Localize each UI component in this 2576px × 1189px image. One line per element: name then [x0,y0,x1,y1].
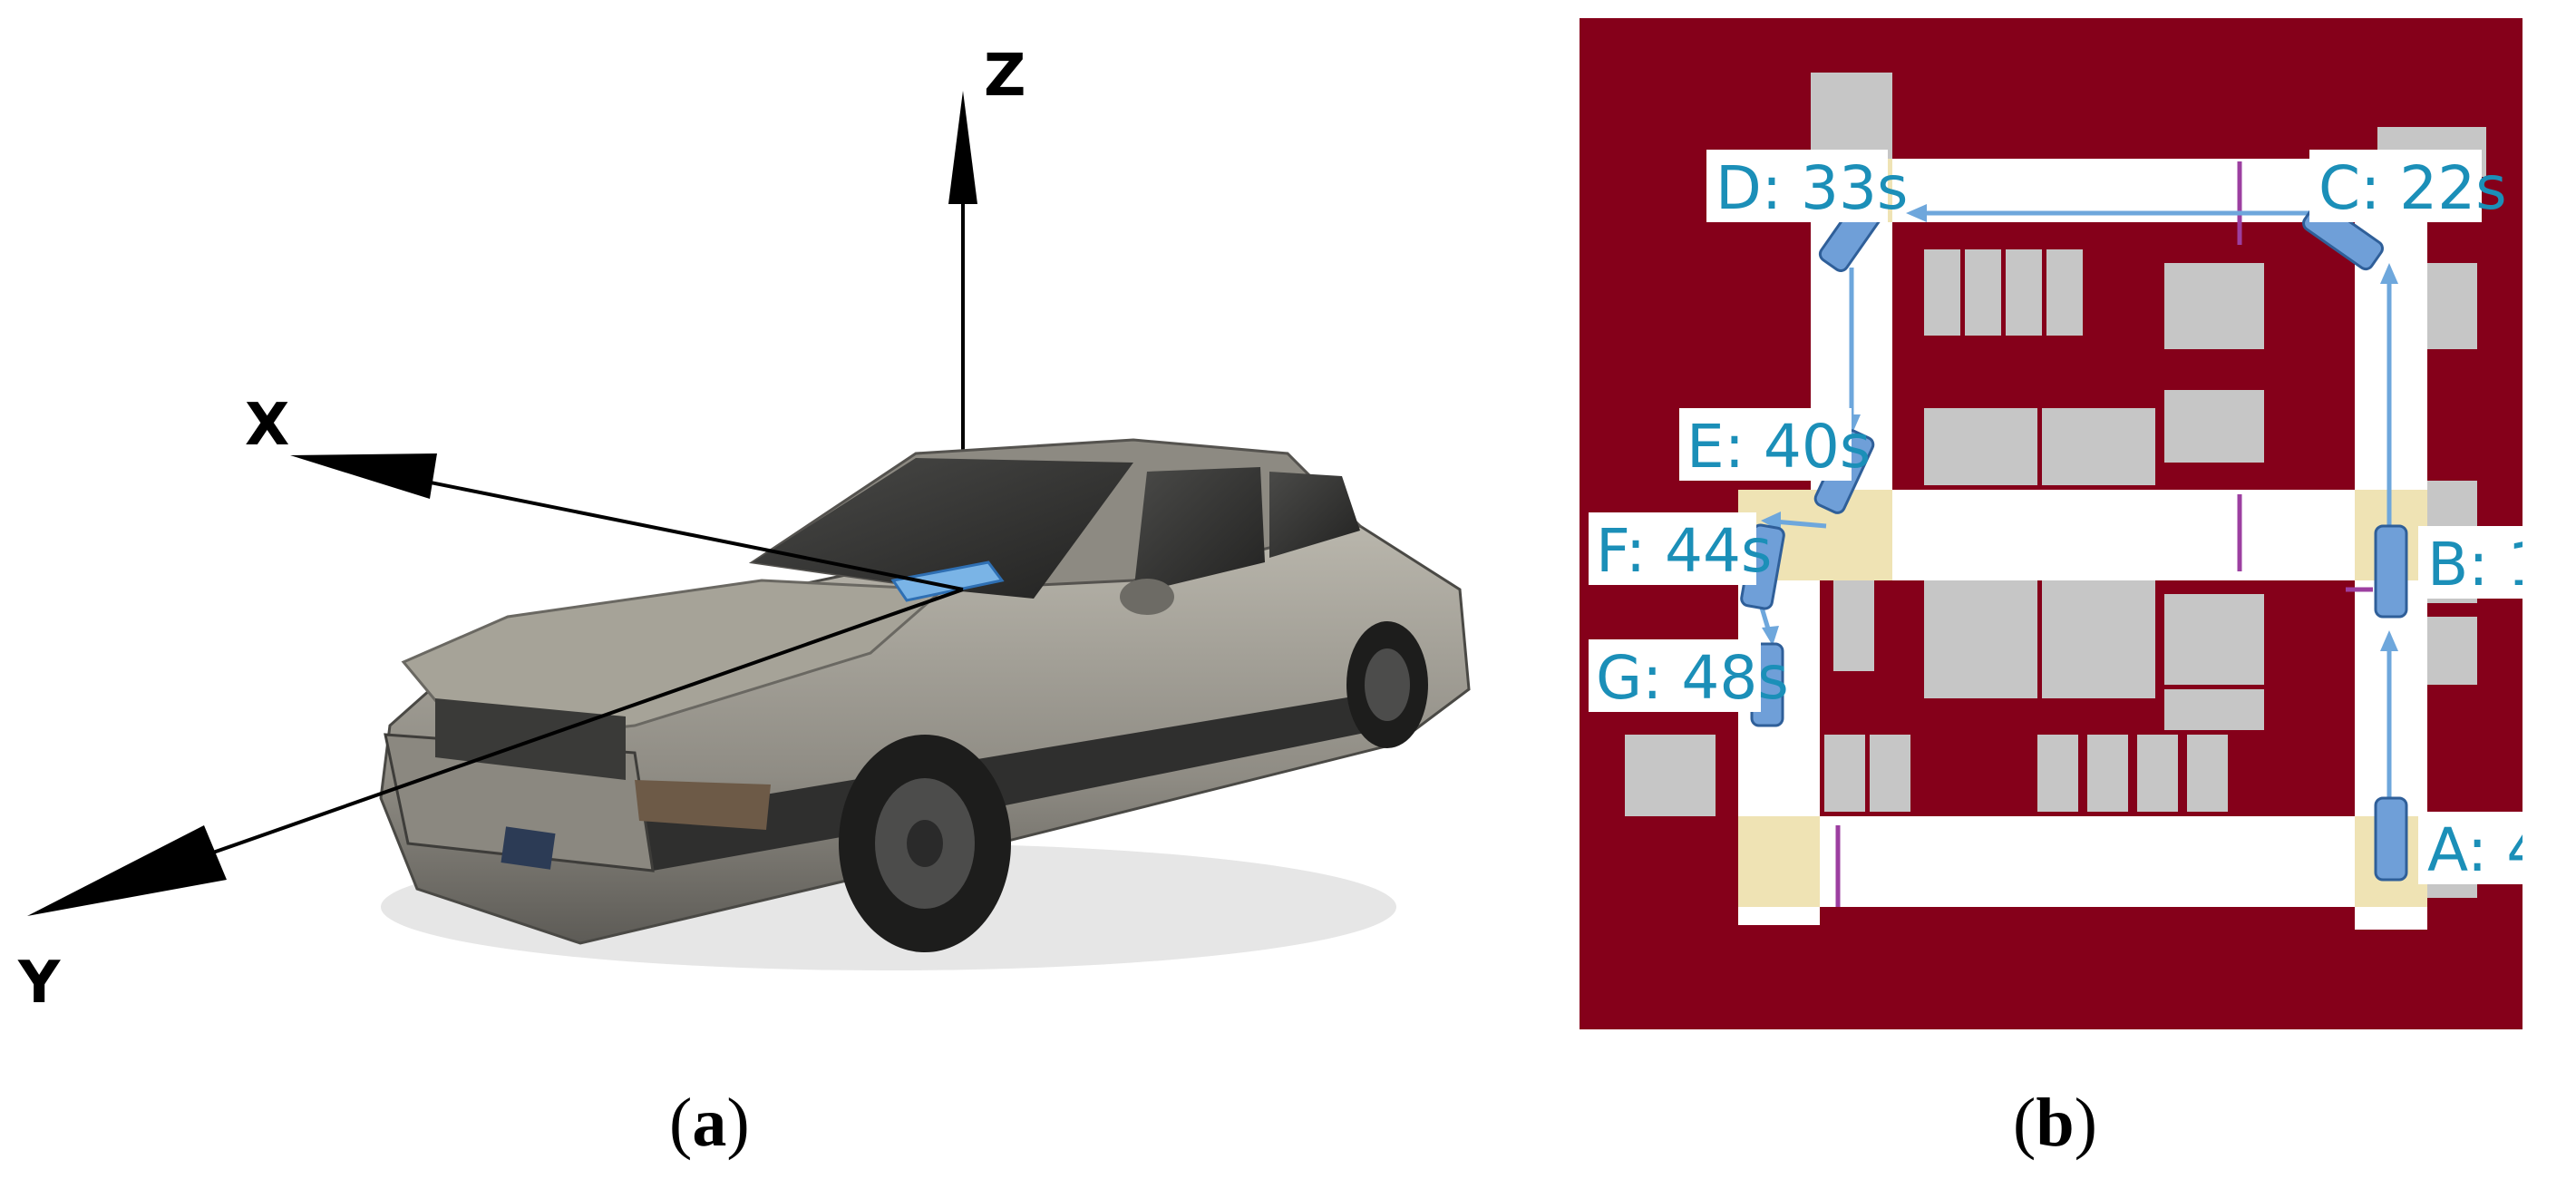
x-axis-arrowhead [290,453,437,499]
y-axis-label: Y [17,950,61,1017]
caption-a: (a) [669,1085,750,1161]
z-axis-arrowhead [948,91,977,204]
stop-label-e: E: 40s [1687,412,1871,482]
route-map-svg: C: 22s D: 33s E: 40s F: 44s B: 12s G: 48… [1580,18,2576,1029]
stop-label-a: A: 4s [2427,815,2523,885]
stop-label-g: G: 48s [1596,643,1789,713]
car-model [379,438,1471,970]
z-axis-label: Z [984,43,1026,110]
car-a [2374,796,2408,882]
x-axis-line [398,474,964,591]
route-map: C: 22s D: 33s E: 40s F: 44s B: 12s G: 48… [1580,18,2576,1029]
stop-label-c: C: 22s [2318,153,2507,223]
road-markers [1835,161,2373,907]
phone-device [890,560,1005,602]
car-axes-figure: Z [17,43,1471,1017]
y-axis-line [212,588,964,854]
caption-b: (b) [2013,1085,2097,1161]
x-axis-label: X [245,392,289,459]
car-b [2374,524,2408,619]
car-axes-svg: Z [17,43,1471,1017]
stop-labels: C: 22s D: 33s E: 40s F: 44s B: 12s G: 48… [1589,150,2576,885]
stop-label-d: D: 33s [1716,153,1908,223]
stop-label-b: B: 12s [2427,530,2523,599]
y-axis-arrowhead [27,825,227,916]
stop-label-f: F: 44s [1596,516,1772,586]
